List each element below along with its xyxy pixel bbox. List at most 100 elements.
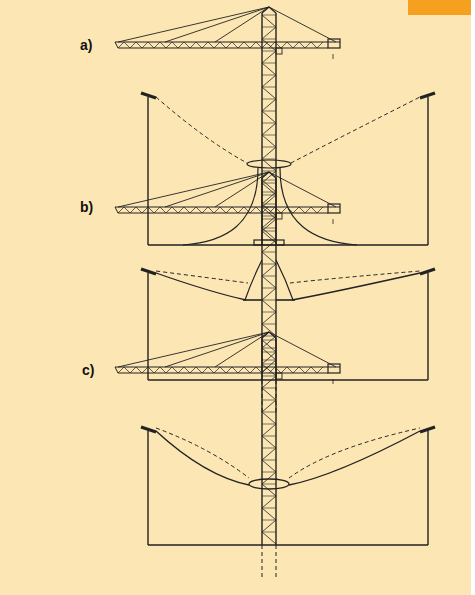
jib-lattice (160, 207, 166, 213)
crane-cab (276, 48, 282, 54)
mast-lattice (262, 288, 276, 300)
mast-lattice (262, 219, 276, 220)
panel-label: c) (82, 363, 94, 377)
mast-lattice (262, 87, 276, 99)
hook-line (333, 219, 334, 224)
counter-jib-lattice (317, 207, 323, 213)
mast-lattice (262, 436, 276, 448)
mast-lattice (262, 252, 276, 253)
counter-jib-lattice (311, 367, 317, 373)
mast-lattice (262, 364, 276, 365)
jib-lattice (172, 42, 178, 48)
mast-lattice (262, 15, 276, 27)
mast-lattice (262, 400, 276, 401)
mast-lattice (262, 364, 276, 376)
mast-lattice (262, 276, 276, 277)
crane-jib (115, 207, 118, 213)
mast-lattice (262, 496, 276, 508)
mast-lattice (262, 204, 276, 205)
counter-jib-lattice (281, 42, 287, 48)
counter-jib-lattice (269, 367, 275, 373)
jib-lattice (136, 207, 142, 213)
mast-lattice (262, 99, 276, 100)
mast-lattice (262, 240, 276, 241)
foundation-pile (276, 545, 277, 577)
mast-lattice (262, 448, 276, 460)
jib-lattice (238, 367, 244, 373)
roof-cable (292, 273, 420, 300)
jib-lattice (262, 367, 268, 373)
jib-lattice (196, 207, 202, 213)
jib-tie (118, 332, 269, 367)
crane-cab (276, 373, 282, 379)
mast-lattice (262, 135, 276, 136)
mast-lattice (262, 484, 276, 485)
mast-lattice (262, 484, 276, 496)
mast-lattice (262, 228, 276, 240)
jib-lattice (256, 207, 262, 213)
mast-lattice (262, 532, 276, 533)
counter-jib-lattice (287, 207, 293, 213)
wall (427, 97, 428, 245)
jib-lattice (244, 42, 250, 48)
mast-bracket (276, 299, 295, 301)
mast-lattice (262, 352, 276, 353)
jib-lattice (166, 42, 172, 48)
jib-lattice (172, 367, 178, 373)
jib-lattice (226, 367, 232, 373)
jib-lattice (166, 207, 172, 213)
counter-jib-lattice (299, 207, 305, 213)
mast-lattice (262, 348, 276, 349)
jib-lattice (160, 367, 166, 373)
mast-lattice (262, 63, 276, 64)
mast-lattice (262, 171, 276, 172)
mast-lattice (262, 111, 276, 112)
counter-jib-lattice (311, 207, 317, 213)
mast-lattice (262, 111, 276, 123)
mast-lattice (262, 204, 276, 216)
mast-lattice (262, 51, 276, 52)
mast-lattice (262, 135, 276, 147)
mast-lattice (262, 39, 276, 51)
ground-line (148, 544, 428, 546)
counter-jib-lattice (275, 367, 281, 373)
mast-lattice (262, 183, 276, 184)
counter-jib-lattice (299, 42, 305, 48)
counterweight (328, 39, 340, 48)
mast-lattice (262, 300, 276, 301)
jib-lattice (190, 367, 196, 373)
jib-lattice (178, 367, 184, 373)
jib-lattice (262, 42, 268, 48)
jib-lattice (238, 207, 244, 213)
counter-jib-lattice (281, 367, 287, 373)
jib-lattice (190, 42, 196, 48)
jib-lattice (232, 42, 238, 48)
counter-jib-lattice (275, 207, 281, 213)
mast-lattice (262, 63, 276, 75)
mast-lattice (262, 388, 276, 389)
jib-lattice (178, 42, 184, 48)
panel-label: b) (80, 200, 93, 214)
jib-lattice (154, 367, 160, 373)
jib-lattice (136, 42, 142, 48)
crane-jib (115, 42, 118, 48)
jib-lattice (142, 367, 148, 373)
mast-lattice (262, 240, 276, 252)
counter-jib-lattice (317, 42, 323, 48)
mast-lattice (262, 264, 276, 276)
mast-lattice (262, 508, 276, 509)
hook-line (333, 379, 334, 384)
jib-lattice (130, 42, 136, 48)
jib-tie (118, 7, 269, 42)
jib-lattice (118, 367, 124, 373)
jib-lattice (178, 207, 184, 213)
jib-lattice (250, 367, 256, 373)
mast-lattice (262, 228, 276, 229)
mast-lattice (262, 300, 276, 312)
jib-lattice (250, 207, 256, 213)
jib-tie (215, 7, 269, 42)
jib-lattice (202, 42, 208, 48)
crane-jib (118, 47, 269, 48)
jib-lattice (232, 367, 238, 373)
